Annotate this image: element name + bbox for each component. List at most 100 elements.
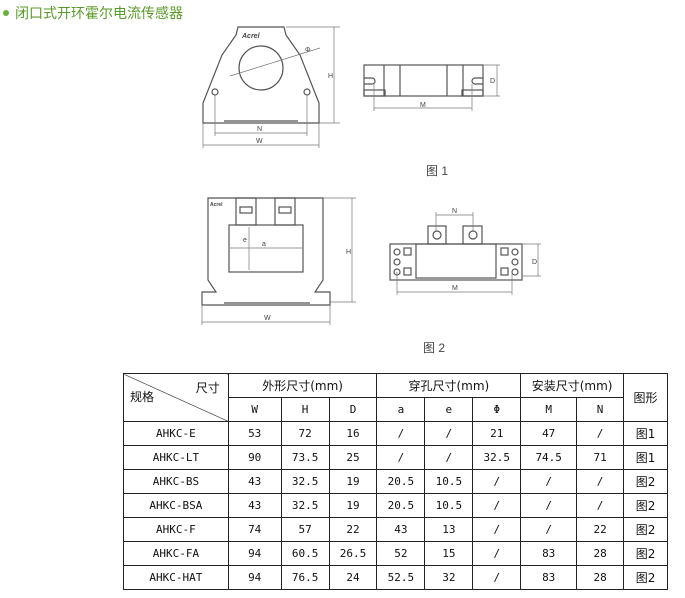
value-cell: / <box>424 445 474 470</box>
spec-table: 尺寸 规格 外形尺寸(mm) 穿孔尺寸(mm) 安装尺寸(mm) 图形 W H … <box>123 373 668 590</box>
value-cell: 10.5 <box>424 493 474 518</box>
dim-n-label: N <box>257 126 262 133</box>
value-cell: 32 <box>424 565 474 590</box>
value-cell: 32.5 <box>472 445 522 470</box>
model-cell: AHKC-BSA <box>123 493 229 518</box>
value-cell: 83 <box>520 541 578 566</box>
value-cell: 94 <box>227 541 282 566</box>
fig2-side-view: N M D <box>389 208 541 295</box>
subheader: H <box>280 397 330 422</box>
value-cell: 15 <box>424 541 474 566</box>
value-cell: 76.5 <box>280 565 330 590</box>
value-cell: / <box>472 493 522 518</box>
group-header-hole: 穿孔尺寸(mm) <box>376 373 522 398</box>
figure-cell: 图2 <box>623 565 668 590</box>
group-header-mount: 安装尺寸(mm) <box>520 373 625 398</box>
bullet-icon <box>3 10 9 16</box>
value-cell: / <box>520 493 578 518</box>
value-cell: 24 <box>328 565 378 590</box>
value-cell: / <box>520 469 578 494</box>
subheader: a <box>376 397 426 422</box>
value-cell: / <box>576 469 625 494</box>
value-cell: 47 <box>520 421 578 446</box>
dim-w2-label: W <box>264 315 271 322</box>
fig1-side-view: M D <box>363 64 500 111</box>
figure-cell: 图1 <box>623 445 668 470</box>
fig1-caption: 图 1 <box>426 164 448 178</box>
value-cell: 22 <box>328 517 378 542</box>
value-cell: 21 <box>472 421 522 446</box>
dim-h2-label: H <box>346 249 351 256</box>
dim-m2-label: M <box>452 285 458 292</box>
corner-header: 尺寸 规格 <box>123 373 229 422</box>
value-cell: / <box>472 517 522 542</box>
value-cell: 43 <box>376 517 426 542</box>
figure-header: 图形 <box>623 373 668 422</box>
section-title-text: 闭口式开环霍尔电流传感器 <box>15 6 183 22</box>
value-cell: 32.5 <box>280 469 330 494</box>
value-cell: 26.5 <box>328 541 378 566</box>
value-cell: 90 <box>227 445 282 470</box>
fig2-front-view: Acrel a e H W <box>201 197 356 325</box>
model-cell: AHKC-F <box>123 517 229 542</box>
subheader: W <box>227 397 282 422</box>
dimension-drawings: Acrel Φ H N W M D 图 1 <box>201 26 541 355</box>
figure-cell: 图2 <box>623 493 668 518</box>
dim-a-label: a <box>262 241 266 248</box>
value-cell: 20.5 <box>376 493 426 518</box>
value-cell: 60.5 <box>280 541 330 566</box>
value-cell: 28 <box>576 541 625 566</box>
value-cell: 71 <box>576 445 625 470</box>
fig2-brand-logo: Acrel <box>210 202 223 208</box>
dim-phi-label: Φ <box>305 47 311 54</box>
value-cell: / <box>472 565 522 590</box>
model-cell: AHKC-E <box>123 421 229 446</box>
figure-cell: 图2 <box>623 517 668 542</box>
fig1-front-view: Acrel Φ H N W <box>202 26 340 148</box>
value-cell: 83 <box>520 565 578 590</box>
table-subheader-row: W H D a e Φ M N <box>124 397 668 422</box>
value-cell: 52 <box>376 541 426 566</box>
value-cell: 57 <box>280 517 330 542</box>
value-cell: 52.5 <box>376 565 426 590</box>
value-cell: 32.5 <box>280 493 330 518</box>
value-cell: / <box>576 493 625 518</box>
value-cell: / <box>472 469 522 494</box>
subheader: N <box>576 397 625 422</box>
value-cell: / <box>472 541 522 566</box>
model-cell: AHKC-BS <box>123 469 229 494</box>
dim-e-label: e <box>243 237 247 244</box>
corner-bottom-label: 规格 <box>130 390 155 404</box>
subheader: D <box>328 397 378 422</box>
dim-m-label: M <box>420 102 426 109</box>
model-cell: AHKC-LT <box>123 445 229 470</box>
value-cell: 74 <box>227 517 282 542</box>
dim-h-label: H <box>328 73 333 80</box>
value-cell: 16 <box>328 421 378 446</box>
value-cell: 25 <box>328 445 378 470</box>
value-cell: / <box>424 421 474 446</box>
dim-d2-label: D <box>532 259 537 266</box>
value-cell: 28 <box>576 565 625 590</box>
dim-d-label: D <box>490 78 495 85</box>
group-header-outline: 外形尺寸(mm) <box>227 373 378 398</box>
value-cell: 73.5 <box>280 445 330 470</box>
value-cell: 43 <box>227 493 282 518</box>
model-cell: AHKC-HAT <box>123 565 229 590</box>
value-cell: 19 <box>328 469 378 494</box>
subheader: M <box>520 397 578 422</box>
value-cell: 94 <box>227 565 282 590</box>
value-cell: 74.5 <box>520 445 578 470</box>
model-cell: AHKC-FA <box>123 541 229 566</box>
value-cell: 22 <box>576 517 625 542</box>
fig1-brand-logo: Acrel <box>241 33 261 40</box>
value-cell: 19 <box>328 493 378 518</box>
figure-cell: 图1 <box>623 421 668 446</box>
value-cell: / <box>376 445 426 470</box>
